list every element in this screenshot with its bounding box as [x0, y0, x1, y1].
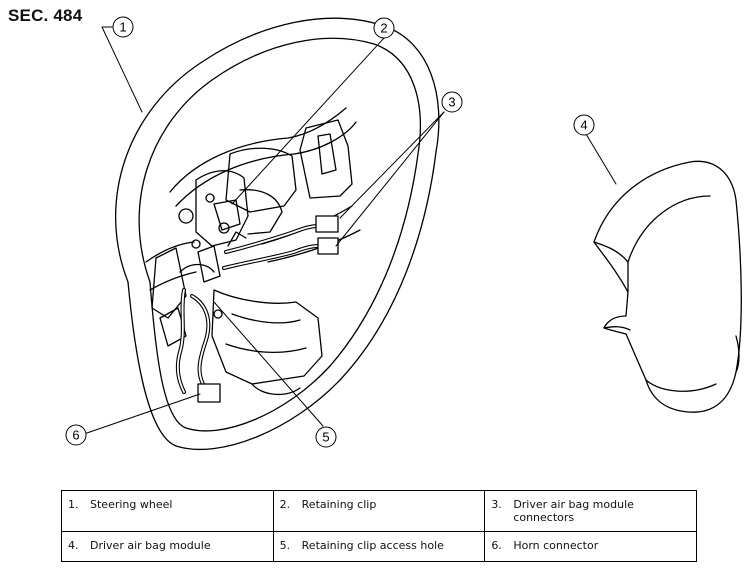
wheel-hub [145, 107, 361, 395]
legend-text: Steering wheel [90, 498, 173, 511]
callout-circles [65, 16, 595, 448]
callout-6: 6 [72, 428, 79, 443]
legend-cell: 6. Horn connector [484, 531, 697, 562]
legend-text: Horn connector [513, 539, 599, 552]
legend-number: 6. [491, 539, 502, 552]
legend-cell: 2. Retaining clip [272, 490, 486, 532]
legend-cell: 1. Steering wheel [61, 490, 274, 532]
callout-2: 2 [380, 21, 387, 36]
legend-text: Driver air bag module [90, 539, 211, 552]
steering-wheel-rim [115, 17, 440, 451]
legend-number: 3. [491, 498, 502, 511]
legend-cell: 3. Driver air bag module connectors [484, 490, 697, 532]
callout-4: 4 [580, 118, 587, 133]
legend-cell: 5. Retaining clip access hole [272, 531, 486, 562]
legend-text: Retaining clip [301, 498, 377, 511]
legend-row: 1. Steering wheel 2. Retaining clip 3. Driv… [61, 490, 697, 532]
legend-cell: 4. Driver air bag module [61, 531, 274, 562]
legend-number: 1. [68, 498, 79, 511]
callout-5: 5 [322, 430, 329, 445]
air-bag-connector-harness [222, 215, 339, 270]
section-label: SEC. 484 [8, 6, 83, 25]
air-bag-module-drawing [593, 160, 742, 413]
legend-number: 4. [68, 539, 79, 552]
horn-connector-harness [175, 288, 221, 403]
leader-lines [83, 26, 617, 435]
parts-legend-table: 1. Steering wheel 2. Retaining clip 3. Driv… [61, 490, 697, 562]
legend-text: Driver air bag module connectors [513, 498, 634, 524]
legend-number: 2. [279, 498, 291, 511]
callout-1: 1 [119, 20, 126, 35]
legend-row: 4. Driver air bag module 5. Retaining clip… [61, 531, 697, 562]
steering-wheel-diagram: 1 2 3 4 5 6 [65, 16, 742, 451]
callout-3: 3 [448, 95, 455, 110]
legend-number: 5. [279, 539, 291, 552]
legend-text: Retaining clip access hole [301, 539, 444, 552]
